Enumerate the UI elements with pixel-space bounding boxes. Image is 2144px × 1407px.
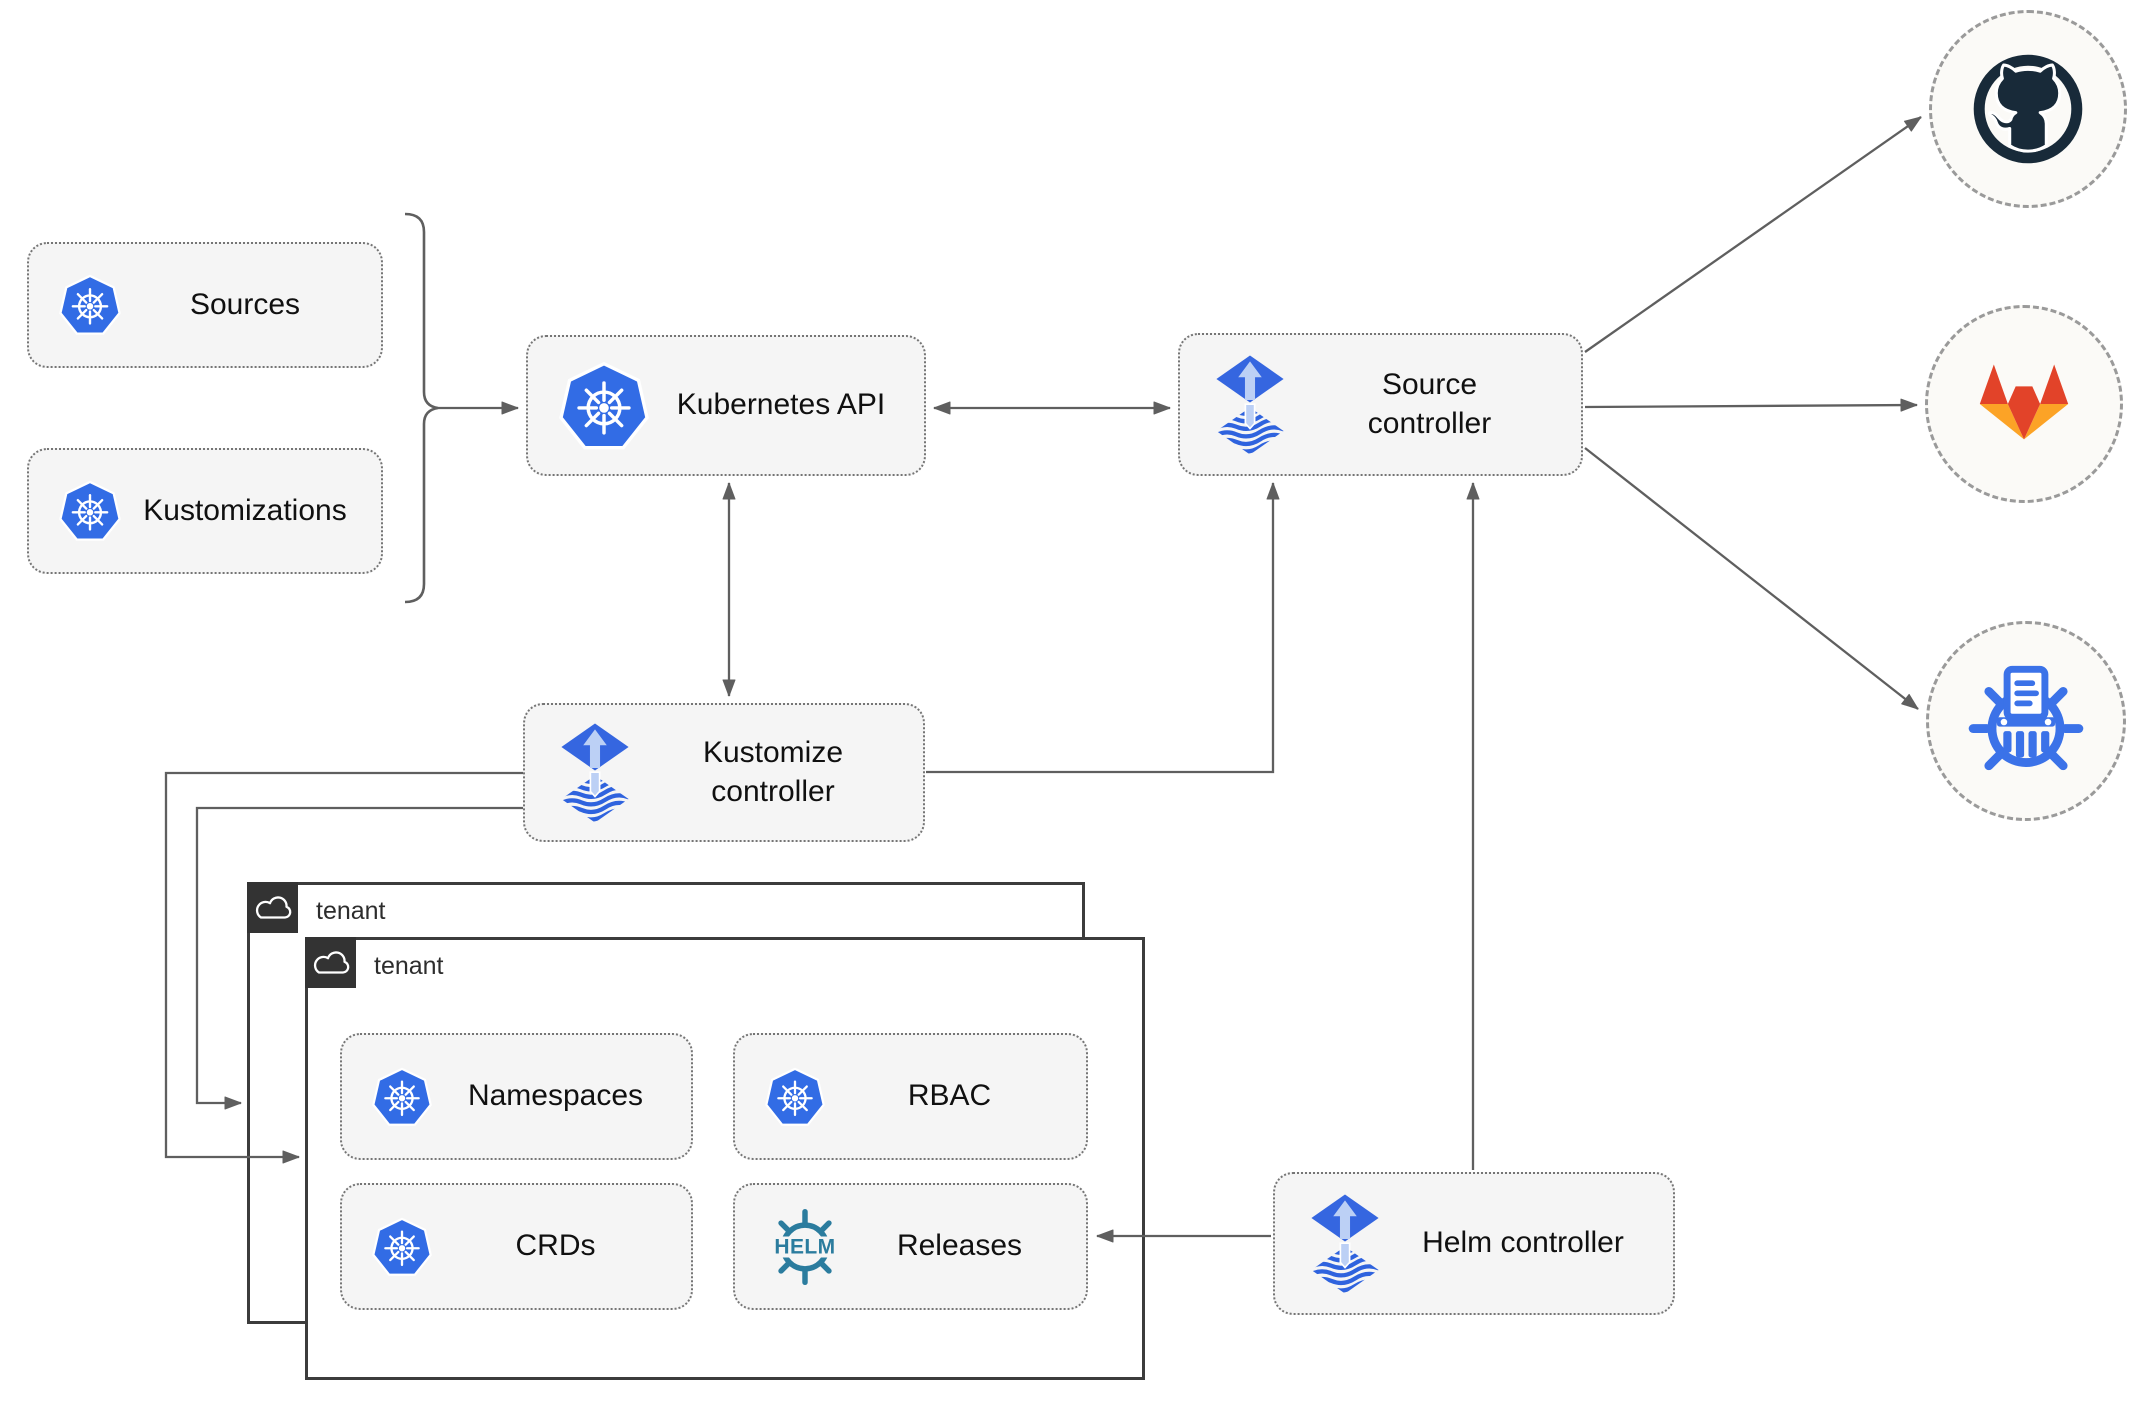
wire-brace: [404, 212, 439, 604]
node-kustomizations: Kustomizations: [27, 448, 383, 574]
flux-icon: [1303, 1191, 1387, 1297]
node-label: CRDs: [515, 1229, 596, 1263]
wire-source-gitlab: [1584, 398, 1918, 412]
node-label: Source controller: [1367, 368, 1492, 440]
node-sources: Sources: [27, 242, 383, 368]
endpoint-gitlab: [1925, 305, 2123, 503]
kubernetes-icon: [57, 272, 123, 338]
node-source-controller: Source controller: [1178, 333, 1583, 476]
tenant-corner-front: [305, 937, 356, 988]
flux-icon: [1208, 352, 1292, 458]
node-helm-controller: Helm controller: [1273, 1172, 1675, 1315]
gitlab-icon: [1979, 364, 2069, 440]
wire-source-github: [1584, 116, 1922, 353]
kubernetes-icon: [556, 358, 652, 454]
kubernetes-icon: [370, 1065, 434, 1129]
node-label: Helm controller: [1422, 1226, 1624, 1260]
cloud-icon: [313, 950, 349, 974]
endpoint-github: [1929, 10, 2127, 208]
node-label: RBAC: [907, 1079, 992, 1113]
node-label: Kustomize controller: [702, 736, 844, 808]
wire-source-chartmuseum: [1584, 447, 1919, 710]
tenant-label: tenant: [316, 897, 386, 925]
github-icon: [1973, 54, 2083, 164]
chartmuseum-icon: [1968, 665, 2084, 771]
node-kustomize-controller: Kustomize controller: [523, 703, 925, 842]
node-label: Releases: [896, 1229, 1023, 1263]
endpoint-chartmuseum: [1926, 621, 2126, 821]
node-label: Namespaces: [467, 1079, 644, 1113]
node-label: Kustomizations: [143, 493, 347, 527]
node-namespaces: Namespaces: [340, 1033, 693, 1160]
kubernetes-icon: [763, 1065, 827, 1129]
helm-logo-text: HELM: [774, 1235, 835, 1258]
node-kubernetes-api: Kubernetes API: [526, 335, 926, 476]
node-crds: CRDs: [340, 1183, 693, 1310]
node-rbac: RBAC: [733, 1033, 1088, 1160]
node-label: Sources: [189, 287, 301, 321]
kubernetes-icon: [57, 478, 123, 544]
flux-icon: [553, 720, 637, 826]
helm-icon: HELM: [763, 1205, 847, 1289]
node-label: Kubernetes API: [676, 388, 886, 422]
cloud-icon: [255, 895, 291, 919]
kubernetes-icon: [370, 1215, 434, 1279]
node-releases: HELM Releases: [733, 1183, 1088, 1310]
tenant-label: tenant: [374, 952, 444, 980]
wire-kustomize-source: [926, 482, 1280, 774]
tenant-corner-back: [247, 882, 298, 933]
